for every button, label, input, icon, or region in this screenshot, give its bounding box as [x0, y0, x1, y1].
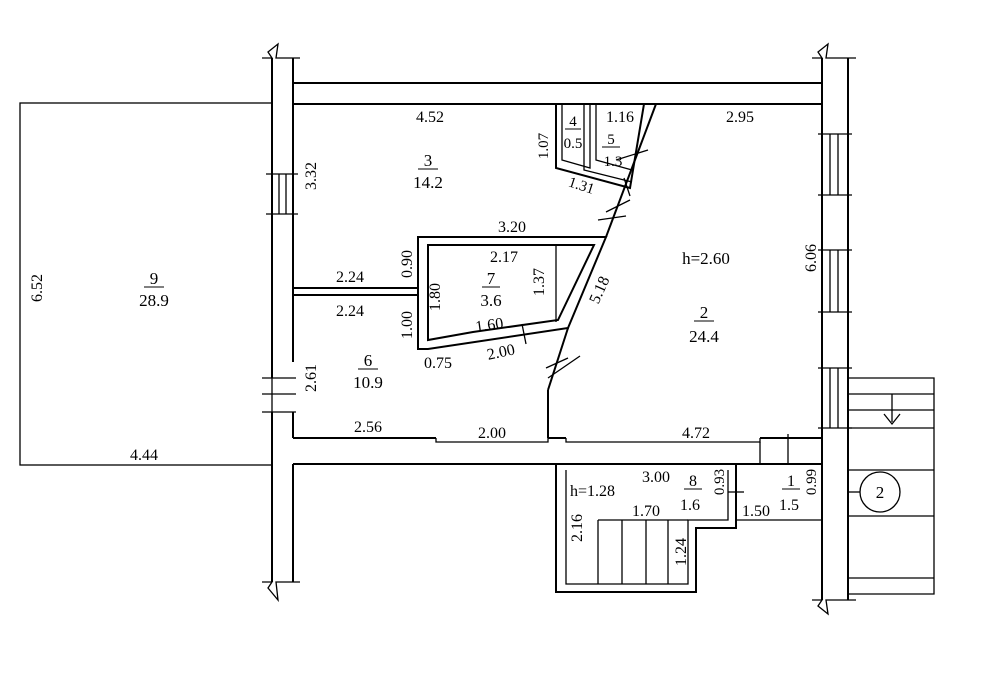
room-7-inner: [427, 244, 596, 342]
room-7-area: 3.6: [480, 291, 501, 310]
stairs-room-8: [597, 519, 688, 584]
window-right-3: [818, 367, 852, 429]
break-mark-bottom-left: [262, 581, 300, 603]
dim-4-44: 4.44: [130, 447, 158, 464]
dim-2-56: 2.56: [354, 419, 382, 436]
dim-2-17: 2.17: [490, 249, 518, 266]
dim-1-80: 1.80: [427, 283, 444, 311]
room-7-outer: [417, 236, 608, 350]
dim-2-61: 2.61: [303, 364, 320, 392]
section-marker-circle: [859, 471, 901, 513]
room-8-number: 8: [689, 473, 697, 490]
dim-0-99: 0.99: [804, 469, 820, 495]
room-4-area: 0.5: [564, 136, 583, 152]
room-5-number: 5: [607, 132, 615, 148]
dimensions: 4.52 1.16 2.95 1.07 1.31 3.32 6.06 3.20 …: [29, 109, 820, 566]
room-9-area: 28.9: [139, 291, 169, 310]
annex-outline: [19, 102, 273, 466]
height-main: h=2.60: [682, 249, 730, 268]
room-3-number: 3: [424, 151, 433, 170]
dim-3-00: 3.00: [642, 469, 670, 486]
dim-5-18: 5.18: [586, 274, 613, 306]
window-left: [266, 173, 298, 215]
dim-4-52: 4.52: [416, 109, 444, 126]
dim-2-00-bottom: 2.00: [478, 425, 506, 442]
room-7-number: 7: [487, 269, 496, 288]
dim-1-16: 1.16: [606, 109, 634, 126]
room-2-area: 24.4: [689, 327, 719, 346]
room-5-area: 1.3: [604, 154, 623, 170]
dim-1-37: 1.37: [531, 268, 548, 296]
dim-6-06: 6.06: [803, 244, 820, 272]
break-mark-top-right: [812, 42, 856, 59]
dim-3-20: 3.20: [498, 219, 526, 236]
dim-1-70: 1.70: [632, 503, 660, 520]
dim-2-24-bottom: 2.24: [336, 303, 364, 320]
dim-0-93: 0.93: [712, 469, 728, 495]
room-6-number: 6: [364, 351, 373, 370]
dim-0-90: 0.90: [399, 250, 416, 278]
room-2-number: 2: [700, 303, 709, 322]
dim-3-32: 3.32: [303, 162, 320, 190]
door-left: [262, 377, 296, 413]
dim-1-60: 1.60: [474, 315, 504, 336]
dim-2-24-top: 2.24: [336, 269, 364, 286]
break-mark-top-left: [262, 42, 300, 59]
window-right-1: [818, 133, 852, 196]
tick-marks: [521, 149, 649, 379]
walls: [19, 42, 935, 616]
room-6-area: 10.9: [353, 373, 383, 392]
dim-1-00: 1.00: [399, 311, 416, 339]
dim-2-95: 2.95: [726, 109, 754, 126]
dim-1-07: 1.07: [536, 132, 552, 159]
room-9-number: 9: [150, 269, 159, 288]
room-3-area: 14.2: [413, 173, 443, 192]
dim-1-24: 1.24: [673, 538, 690, 566]
height-stair: h=1.28: [570, 483, 615, 500]
room-1-number: 1: [787, 473, 795, 490]
room-1-outline: [735, 464, 822, 521]
dim-2-00-diag: 2.00: [486, 341, 517, 363]
break-mark-bottom-right: [812, 599, 856, 616]
dim-1-31: 1.31: [566, 175, 596, 198]
room-8-area: 1.6: [680, 497, 700, 514]
room-labels: 9 28.9 3 14.2 4 0.5 5 1.3 7 3.6 2 24.4 h…: [139, 114, 884, 514]
closets: [555, 103, 645, 190]
dim-2-16: 2.16: [569, 514, 586, 542]
dim-1-50: 1.50: [742, 503, 770, 520]
room-1-area: 1.5: [779, 497, 799, 514]
section-marker-label: 2: [876, 483, 885, 502]
dim-0-75: 0.75: [424, 355, 452, 372]
exterior-stairs: [848, 377, 935, 595]
dim-6-52: 6.52: [29, 274, 46, 302]
room-4-number: 4: [569, 114, 577, 130]
dim-4-72: 4.72: [682, 425, 710, 442]
window-right-2: [818, 249, 852, 313]
